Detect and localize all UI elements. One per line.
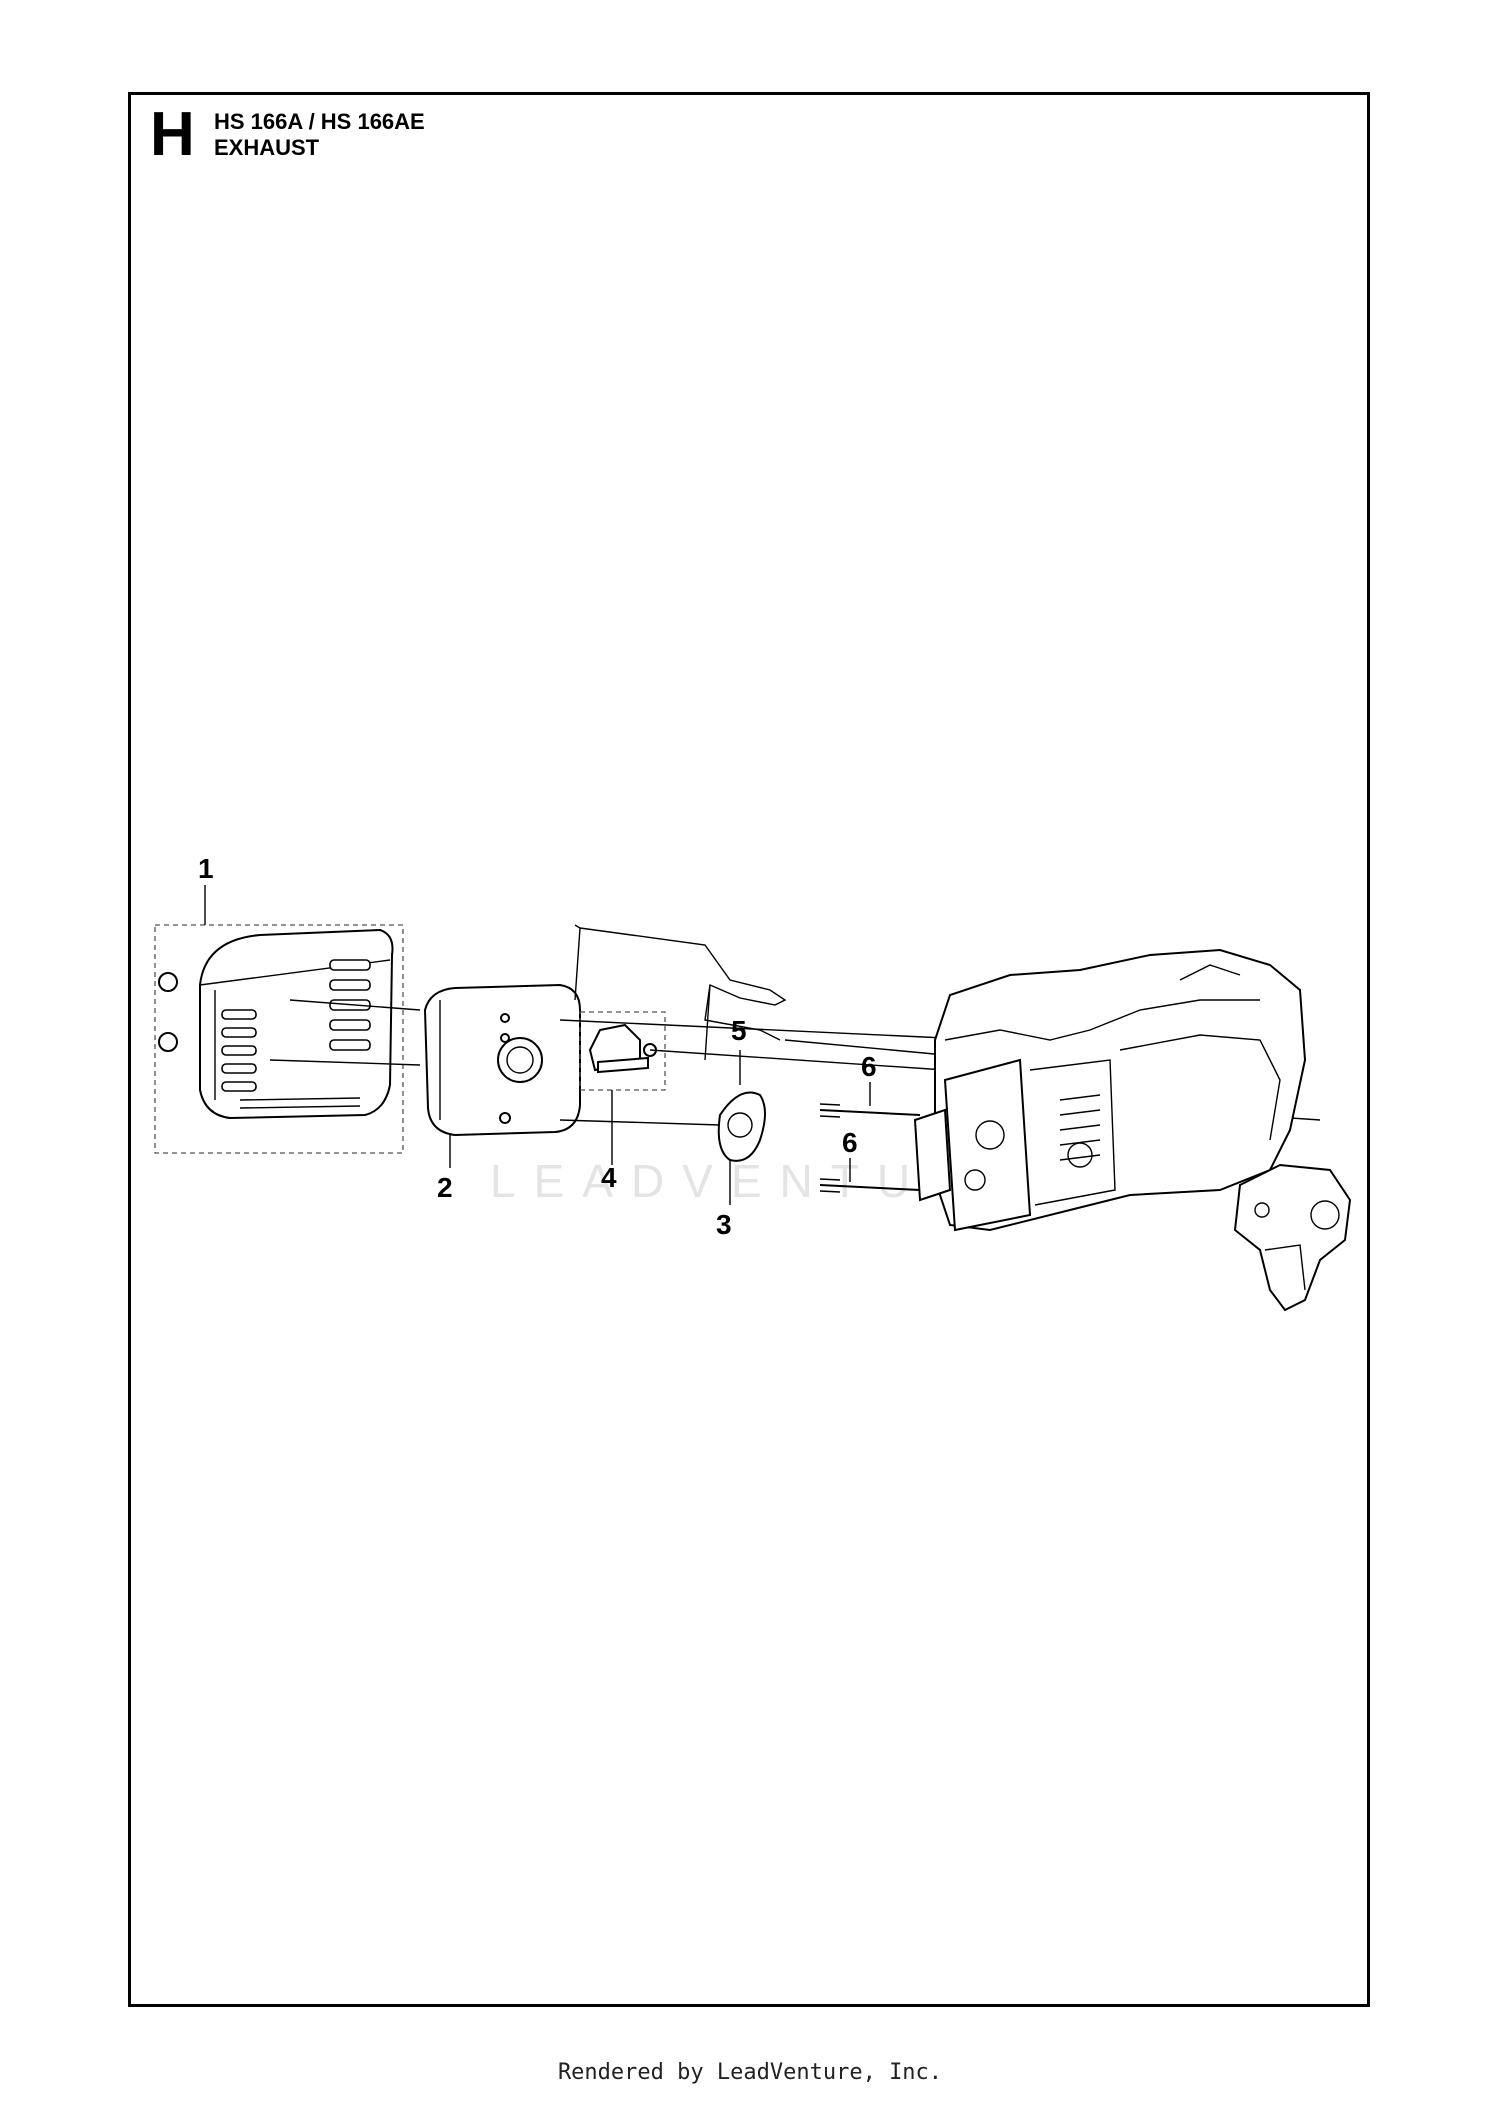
callout-6-upper: 6: [861, 1051, 877, 1082]
callout-1: 1: [198, 853, 214, 884]
section-letter: H: [150, 100, 195, 169]
part-3-gasket: [717, 1091, 766, 1205]
part-4-bracket: [579, 1011, 666, 1165]
footer-credit: Rendered by LeadVenture, Inc.: [557, 2060, 943, 2085]
callout-3: 3: [716, 1209, 732, 1240]
callout-4: 4: [601, 1162, 617, 1193]
model-title: HS 166A / HS 166AE: [214, 109, 425, 134]
part-6-studs: [819, 1082, 921, 1193]
carburetor: [1233, 1163, 1352, 1312]
guard-slots: [221, 959, 371, 1092]
callout-2: 2: [437, 1172, 453, 1203]
part-2-muffler: [423, 983, 581, 1168]
part-1-muffler-guard: [154, 924, 421, 1154]
diagram-frame: [128, 92, 1370, 2007]
engine-assembly: [913, 948, 1307, 1232]
callout-6-lower: 6: [842, 1127, 858, 1158]
callout-5: 5: [731, 1015, 747, 1046]
section-title: EXHAUST: [214, 135, 320, 160]
